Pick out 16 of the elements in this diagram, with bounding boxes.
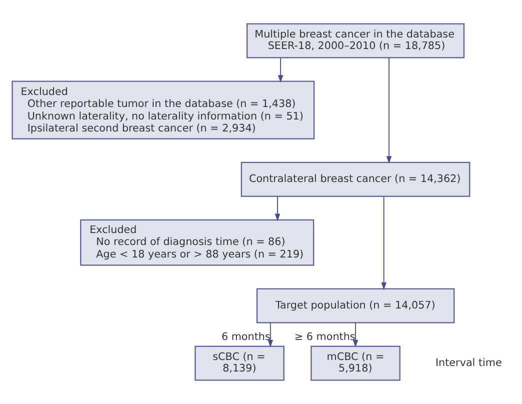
node-box: Excluded Other reportable tumor in the database (n = 1,438) Unknown laterality, no laterality information (n = 51) Ipsilateral second breast cancer (n = 2,934) <box>12 80 315 140</box>
arrow <box>386 57 392 164</box>
node-box: Target population (n = 14,057) <box>256 288 455 324</box>
label: Interval time <box>436 356 502 369</box>
arrow <box>268 322 274 348</box>
node-box: Multiple breast cancer in the database SEER-18, 2000–2010 (n = 18,785) <box>246 23 465 58</box>
node-box: Contralateral breast cancer (n = 14,362) <box>240 162 470 197</box>
node-box: Excluded No record of diagnosis time (n = 86) Age < 18 years or > 88 years (n = 219) <box>80 219 314 266</box>
node-box: mCBC (n = 5,918) <box>310 346 400 381</box>
edge-label: ≥ 6 months <box>294 330 356 343</box>
arrow <box>278 57 284 83</box>
arrow <box>352 322 358 348</box>
arrow <box>274 196 280 222</box>
arrow <box>381 196 386 290</box>
edge-label: 6 months <box>221 330 270 343</box>
node-box: sCBC (n = 8,139) <box>194 346 284 381</box>
